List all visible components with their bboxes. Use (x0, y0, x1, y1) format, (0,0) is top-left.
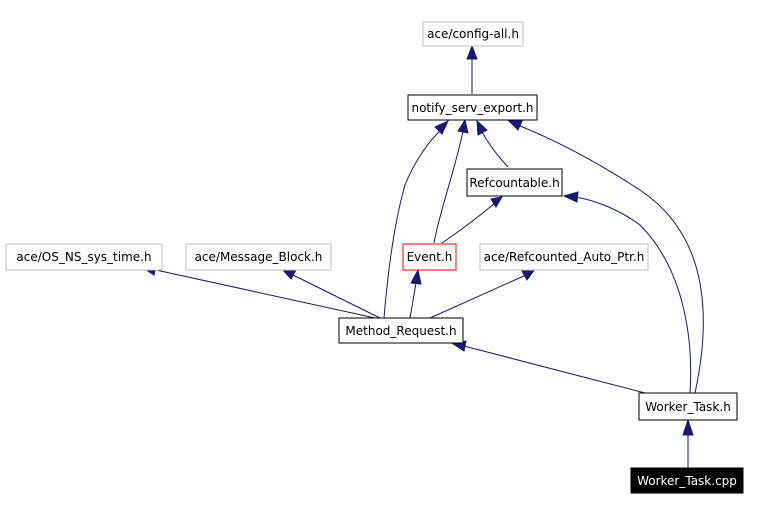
node-event-label: Event.h (407, 250, 453, 264)
edge-event-to-notify-serv-export (433, 118, 469, 244)
node-os-ns-sys-time[interactable]: ace/OS_NS_sys_time.h (5, 243, 163, 271)
nodes: ace/config-all.h notify_serv_export.h Re… (5, 21, 744, 494)
node-refcounted-auto-ptr[interactable]: ace/Refcounted_Auto_Ptr.h (479, 243, 649, 271)
edge-worker-task-h-to-notify-serv-export (507, 120, 704, 394)
edge-method-request-to-notify-serv-export (383, 119, 450, 319)
node-worker-task-cpp-label: Worker_Task.cpp (637, 474, 737, 488)
node-worker-task-h-label: Worker_Task.h (645, 400, 731, 414)
edge-event-to-refcountable (441, 196, 503, 244)
node-refcountable[interactable]: Refcountable.h (466, 168, 563, 197)
edge-method-request-to-message-block (280, 268, 381, 319)
node-os-ns-sys-time-label: ace/OS_NS_sys_time.h (16, 250, 151, 264)
edge-worker-task-h-to-refcountable (562, 191, 692, 394)
node-message-block[interactable]: ace/Message_Block.h (185, 243, 332, 271)
node-method-request-label: Method_Request.h (345, 324, 456, 338)
edge-method-request-to-event (409, 268, 422, 319)
node-worker-task-h[interactable]: Worker_Task.h (638, 392, 738, 421)
edge-refcountable-to-notify-serv-export (476, 119, 509, 168)
node-method-request[interactable]: Method_Request.h (338, 317, 464, 344)
node-config-all-label: ace/config-all.h (427, 27, 519, 41)
node-worker-task-cpp[interactable]: Worker_Task.cpp (630, 467, 744, 494)
edge-worker-task-h-to-method-request (450, 340, 646, 394)
node-notify-serv-export[interactable]: notify_serv_export.h (407, 94, 538, 121)
node-message-block-label: ace/Message_Block.h (195, 250, 323, 264)
edge-notify-serv-export-to-config-all (466, 44, 478, 94)
node-refcountable-label: Refcountable.h (469, 176, 559, 190)
edge-worker-task-cpp-to-worker-task-h (682, 418, 694, 468)
node-event[interactable]: Event.h (402, 243, 457, 271)
edges (140, 44, 704, 468)
node-config-all[interactable]: ace/config-all.h (422, 21, 524, 47)
node-refcounted-auto-ptr-label: ace/Refcounted_Auto_Ptr.h (484, 250, 645, 264)
edge-method-request-to-os-ns-sys-time (140, 264, 376, 319)
edge-method-request-to-refcounted-auto-ptr (429, 268, 537, 319)
node-notify-serv-export-label: notify_serv_export.h (411, 101, 533, 115)
